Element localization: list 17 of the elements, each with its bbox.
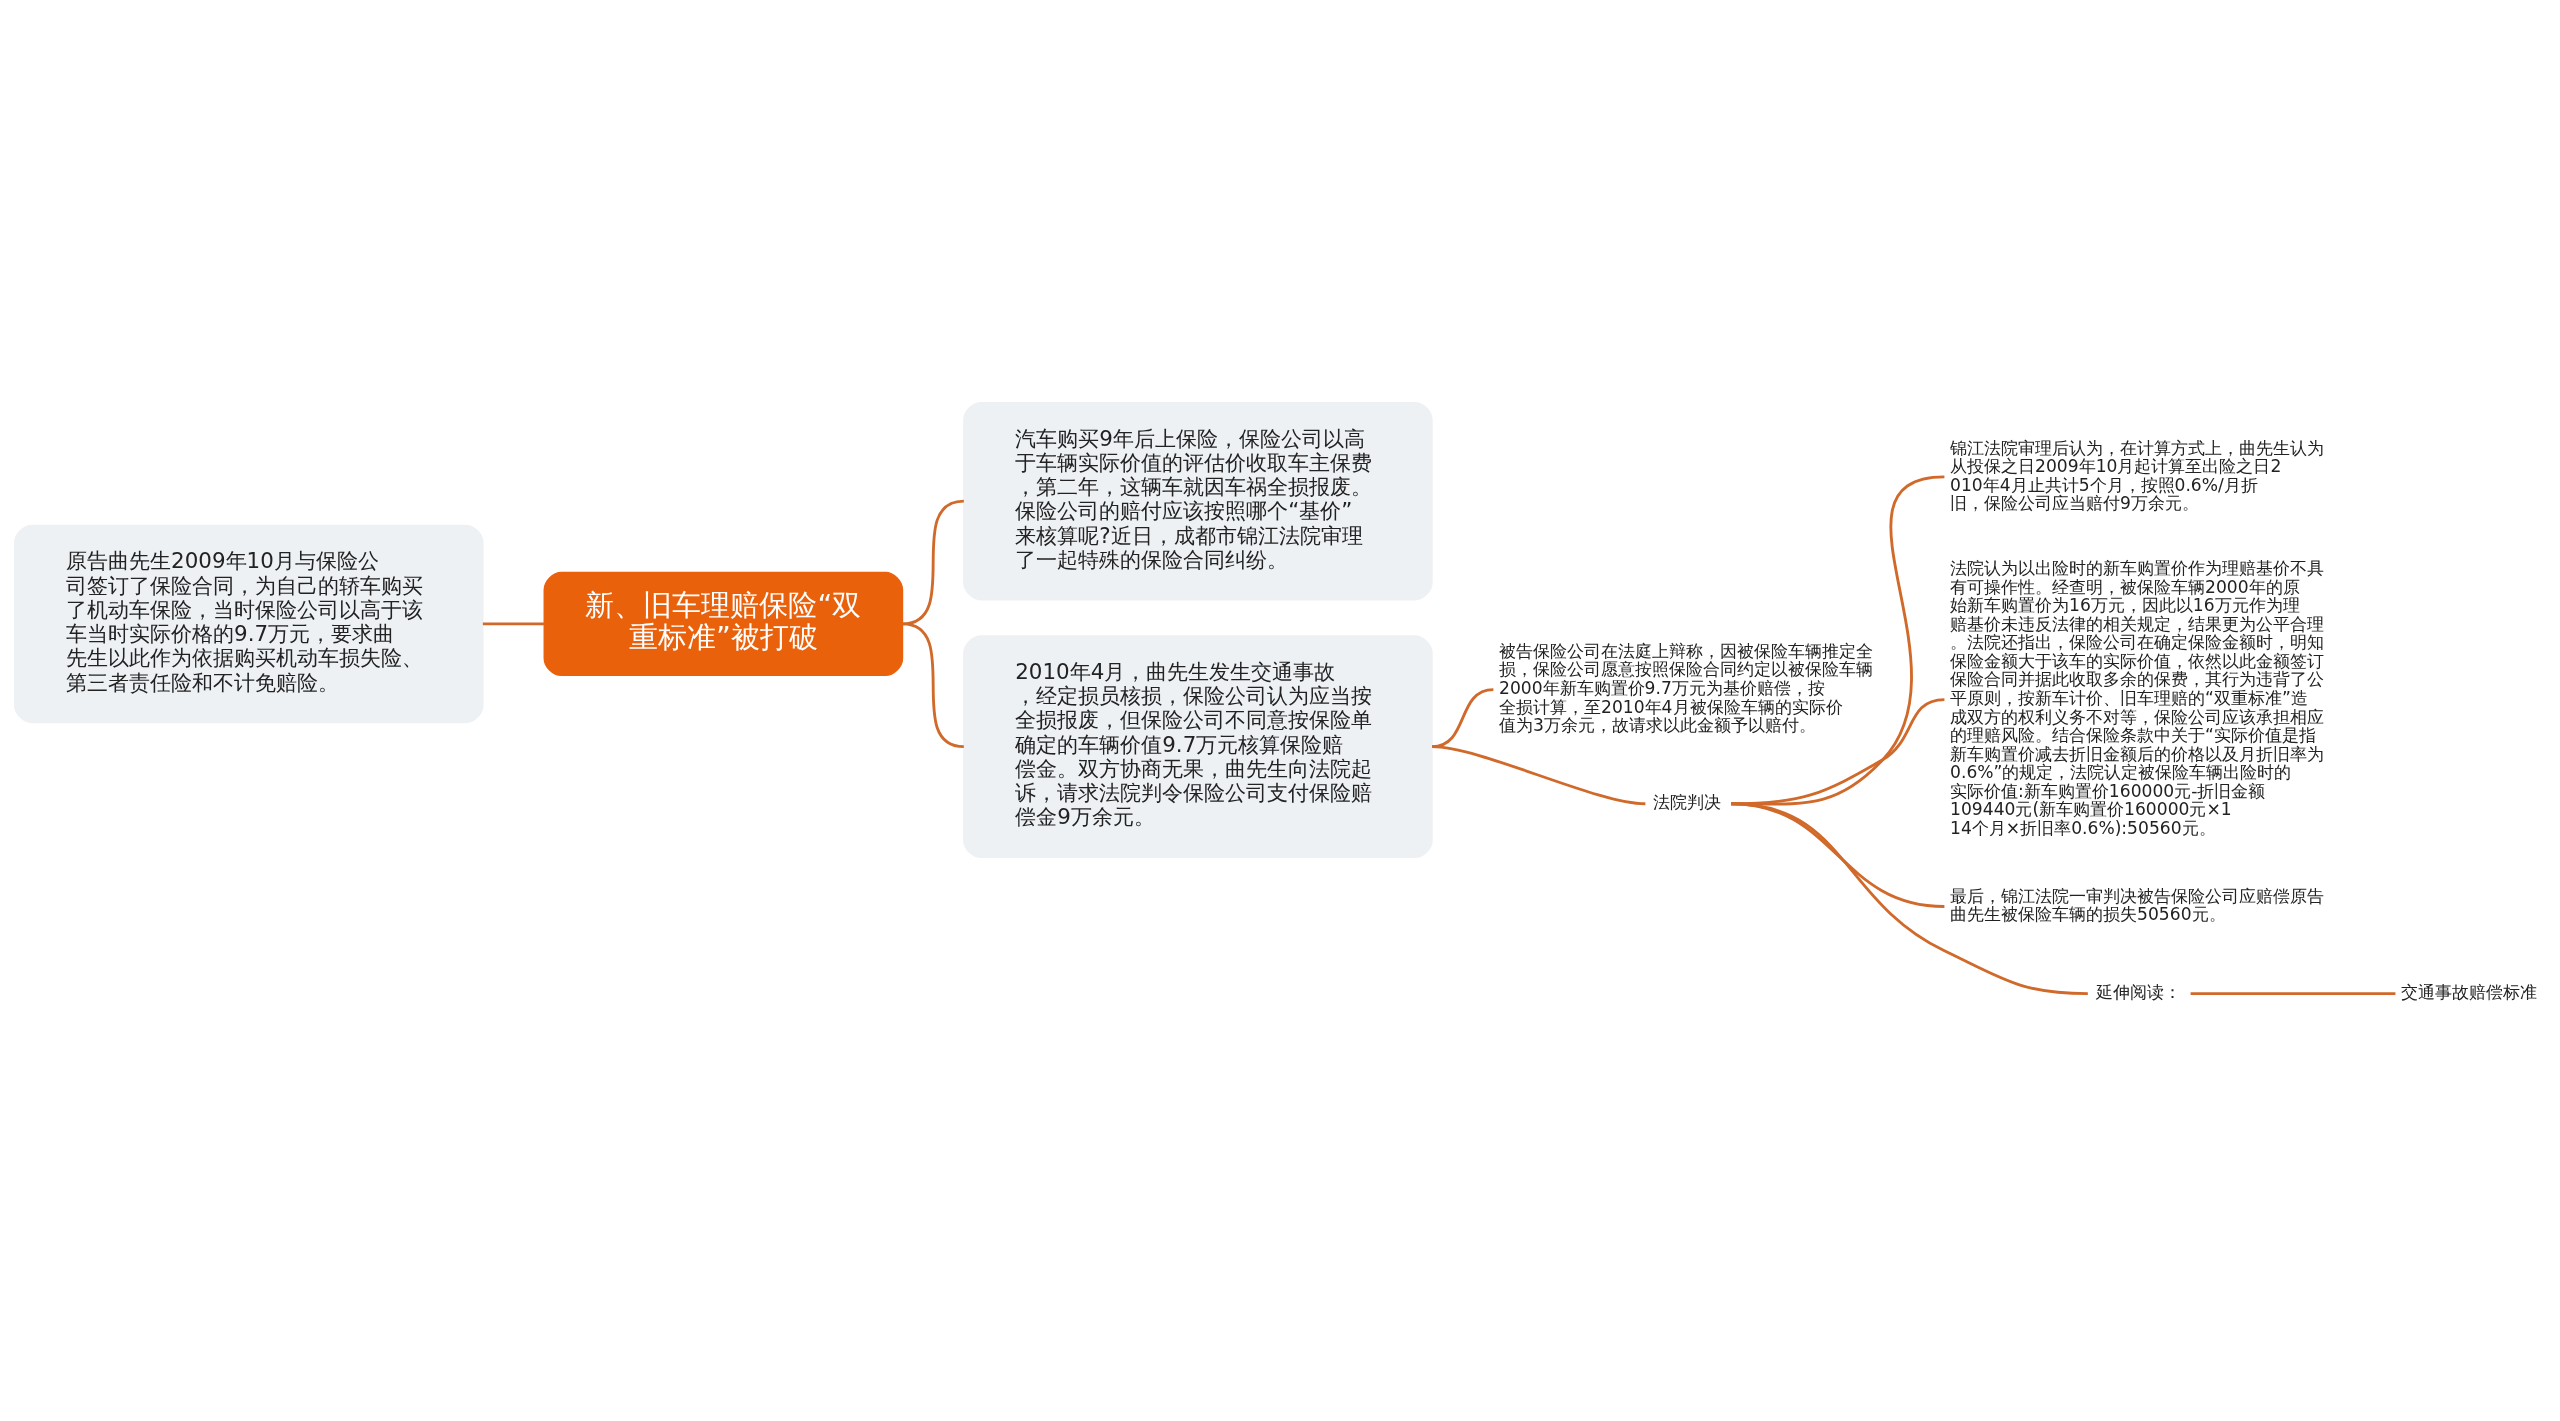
node-box: 新、旧车理赔保险“双重标准”被打破	[543, 571, 904, 676]
node-text: 锦江法院审理后认为，在计算方式上，曲先生认为从投保之日2009年10月起计算至出险之日2010年4月止共计5个月，按照0.6%/月折旧，保险公司应当赔付9万余元。	[1950, 437, 2325, 513]
node-text: 被告保险公司在法庭上辩称，因被保险车辆推定全损，保险公司愿意按照保险合同约定以被保险车辆2000年新车购置价9.7万元为基价赔偿，按全损计算，至2010年4月被保险车辆的实际价值为3万余元，故请求以此金额予以赔付。	[1499, 640, 1874, 735]
connector	[2190, 991, 2396, 995]
connector	[1730, 801, 2088, 995]
node-text: 交通事故赔偿标准	[2401, 981, 2538, 1002]
connector	[902, 499, 965, 625]
node-box: 2010年4月，曲先生发生交通事故，经定损员核损，保险公司认为应当按全损报废，但保险公司不同意按保险单确定的车辆价值9.7万元核算保险赔偿金。双方协商无果，曲先生向法院起诉，请求法院判令保险公司支付保险赔偿金9万余元。	[963, 634, 1433, 858]
node-text: 延伸阅读：	[2095, 981, 2181, 1002]
node-box: 原告曲先生2009年10月与保险公司签订了保险合同，为自己的轿车购买了机动车保险，当时保险公司以高于该车当时实际价格的9.7万元，要求曲先生以此作为依据购买机动车损失险、第三者责任险和不计免赔险。	[14, 524, 484, 723]
node-text: 法院判决	[1653, 791, 1722, 812]
node-text: 法院认为以出险时的新车购置价作为理赔基价不具有可操作性。经查明，被保险车辆2000年的原始新车购置价为16万元，因此以16万元作为理赔基价未违反法律的相关规定，结果更为公平合理。法院还指出，保险公司在确定保险金额时，明知保险金额大于该车的实际价值，依然以此金额签订保险合同并据此收取多余的保费，其行为违背了公平原则，按新车计价、旧车理赔的“双重标准”造成双方的权利义务不对等，保险公司应该承担相应的理赔风险。结合保险条款中关于“实际价值是指新车购置价减去折旧金额后的价格以及月折旧率为0.6%”的规定，法院认定被保险车辆出险时的实际价值:新车购置价160000元-折旧金额109440元(新车购置价160000元×114个月×折旧率0.6%):50560元。	[1950, 557, 2325, 838]
connector	[482, 622, 545, 625]
connector	[1431, 744, 1646, 805]
node-text: 最后，锦江法院一审判决被告保险公司应赔偿原告曲先生被保险车辆的损失50560元。	[1950, 885, 2325, 924]
connector	[902, 622, 965, 748]
node-box: 汽车购买9年后上保险，保险公司以高于车辆实际价值的评估价收取车主保费，第二年，这辆车就因车祸全损报废。保险公司的赔付应该按照哪个“基价”来核算呢?近日，成都市锦江法院审理了一起特殊的保险合同纠纷。	[963, 401, 1433, 600]
